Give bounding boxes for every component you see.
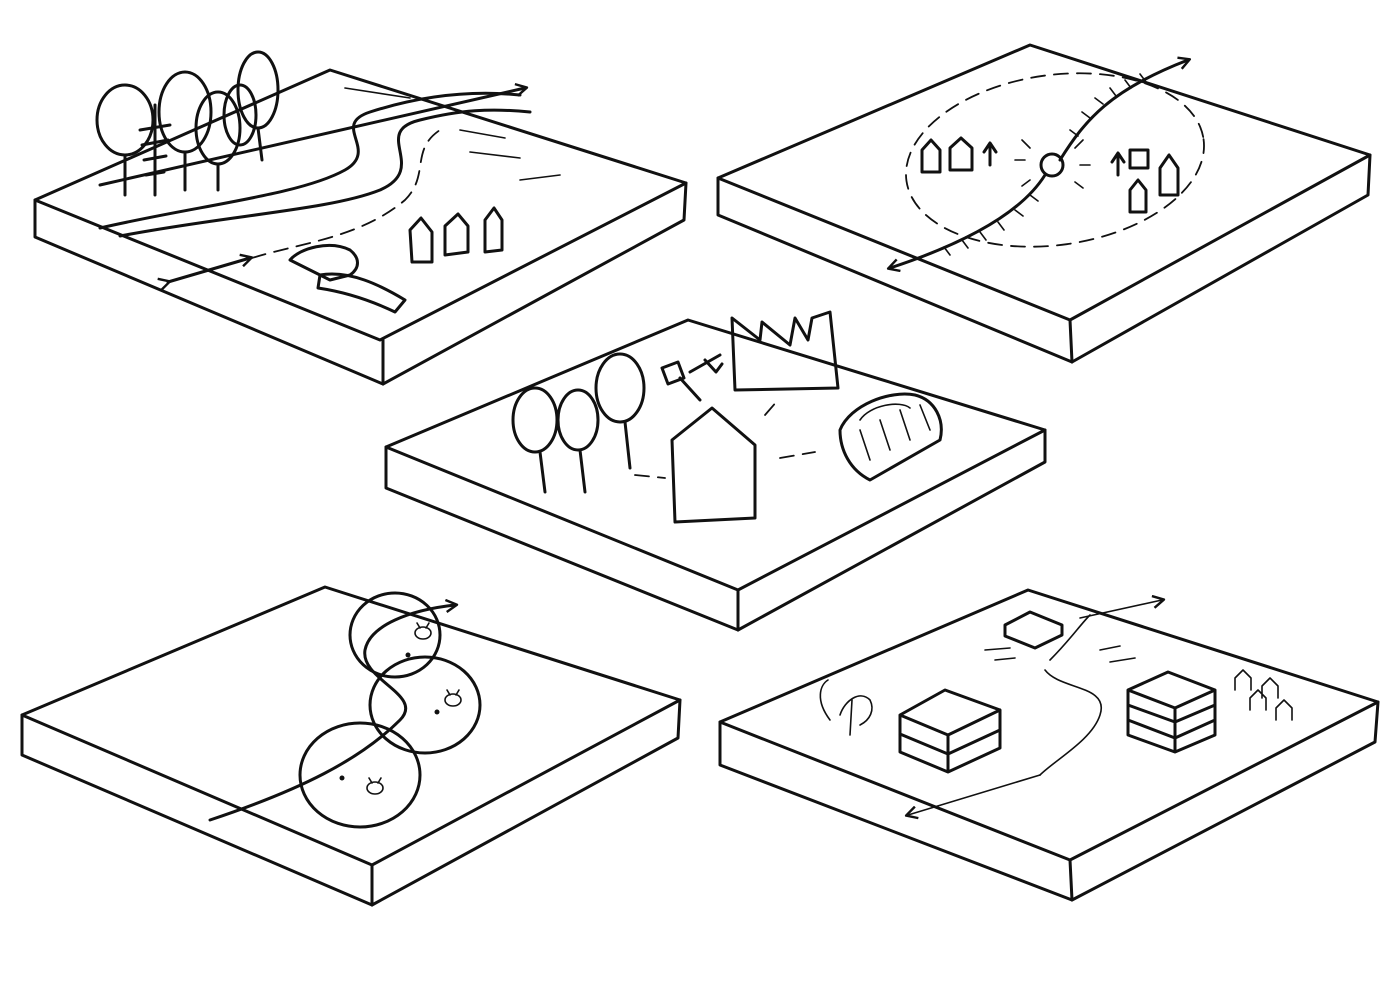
conifer-tree <box>138 103 172 197</box>
curved-road <box>1039 614 1103 776</box>
house <box>670 406 757 524</box>
influence-zone <box>905 72 1205 248</box>
axis-arrow-top <box>98 88 525 187</box>
forestry-tools-sign <box>660 353 724 402</box>
factory <box>730 310 840 392</box>
winding-path <box>208 605 455 822</box>
dashed-links <box>634 399 816 479</box>
trees <box>511 352 646 494</box>
panel-production-network <box>384 310 1047 632</box>
slab <box>33 68 688 386</box>
slab <box>716 43 1372 364</box>
houses-left <box>920 136 998 174</box>
river <box>98 87 561 238</box>
stacked-buildings <box>898 670 1217 774</box>
panel-railway-node <box>716 43 1372 364</box>
bees <box>339 622 462 795</box>
panel-river-landscape <box>33 50 688 386</box>
railway-track <box>890 60 1188 268</box>
small-houses <box>1234 669 1293 721</box>
axis-arrow <box>168 258 250 282</box>
panel-urban-development <box>718 588 1380 902</box>
axis-arrow-top <box>1079 600 1162 619</box>
river-trail-dashed <box>251 129 441 259</box>
habitat-circles <box>298 591 482 829</box>
slab <box>384 318 1047 632</box>
houses <box>408 206 504 264</box>
slab <box>718 588 1380 902</box>
hedged-garden <box>288 243 407 314</box>
greenhouse <box>838 392 943 482</box>
houses-right <box>1110 148 1180 214</box>
panel-pollinator-corridor <box>20 585 682 907</box>
trees <box>819 679 873 736</box>
site-marks <box>984 645 1136 663</box>
deciduous-trees <box>95 50 280 197</box>
low-building <box>1003 610 1064 650</box>
axis-arrow <box>908 774 1041 815</box>
station-node <box>1014 139 1091 189</box>
slab <box>20 585 682 907</box>
